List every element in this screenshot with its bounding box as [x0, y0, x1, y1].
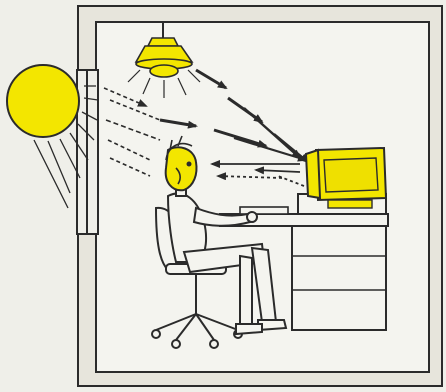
- eye: [187, 162, 192, 167]
- keyboard-icon: [240, 207, 288, 214]
- hand: [247, 212, 257, 222]
- computer-monitor-icon: [298, 148, 386, 214]
